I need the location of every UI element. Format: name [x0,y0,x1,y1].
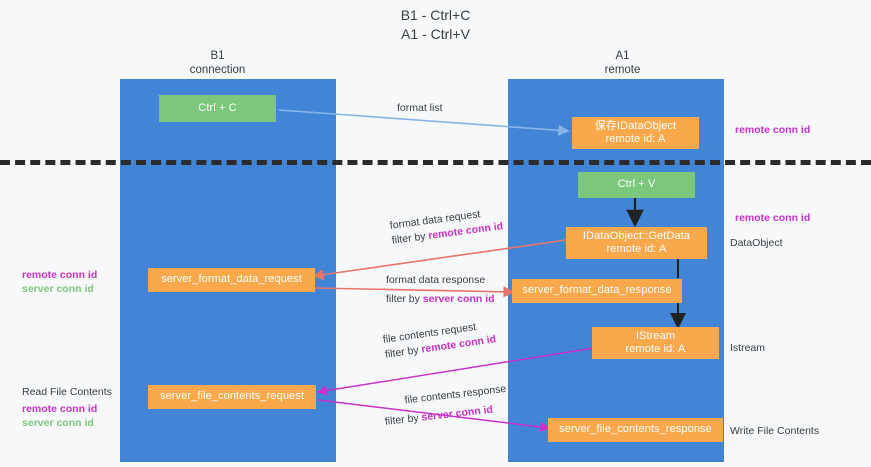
column-header-left: B1 connection [189,50,246,76]
edge-label-line2: filter by server conn id [384,401,509,430]
column-header-right: A1 remote [604,50,641,76]
edge-label-format-data-request: format data request filter by remote con… [389,204,504,248]
edge-label-format-data-response: format data response filter by server co… [386,273,495,307]
phase-separator [0,160,871,165]
edge-label-line1: format data response [386,274,486,286]
diagram-title: B1 - Ctrl+C A1 - Ctrl+V [400,7,471,42]
node-server-file-contents-request[interactable]: server_file_contents_request [148,385,316,409]
filter-prefix: filter by [391,230,430,247]
annotation-conn-ids-file: remote conn id server conn id [22,402,97,430]
edge-label-format-list: format list [397,102,443,114]
node-save-idataobject[interactable]: 保存IDataObject remote id: A [572,117,699,149]
annotation-remote-conn-id: remote conn id [22,403,98,415]
annotation-server-conn-id: server conn id [22,283,94,295]
node-istream[interactable]: IStream remote id: A [592,327,719,359]
annotation-read-file-contents: Read File Contents [22,386,112,398]
node-server-format-data-response[interactable]: server_format_data_response [512,279,682,303]
node-idataobject-getdata[interactable]: IDataObject::GetData remote id: A [566,227,707,259]
filter-prefix: filter by [386,293,423,305]
filter-prefix: filter by [384,343,423,361]
node-server-file-contents-response[interactable]: server_file_contents_response [548,418,723,442]
annotation-text: remote conn id [735,124,811,136]
annotation-remote-conn-id-mid: remote conn id [735,211,810,225]
filter-key-server-conn-id: server conn id [422,293,495,305]
node-ctrl-v[interactable]: Ctrl + V [578,172,695,198]
edge-label-file-contents-response: file contents response filter by server … [382,382,509,430]
annotation-dataobject: DataObject [730,237,783,249]
annotation-remote-conn-id: remote conn id [22,269,98,281]
annotation-server-conn-id: server conn id [22,417,94,429]
annotation-text: remote conn id [735,212,811,224]
filter-prefix: filter by [384,411,423,428]
annotation-istream: Istream [730,342,766,354]
node-server-format-data-request[interactable]: server_format_data_request [148,268,315,292]
edge-label-line2: filter by server conn id [386,292,495,307]
edge-label-file-contents-request: file contents request filter by remote c… [382,317,497,362]
filter-key-server-conn-id: server conn id [420,403,494,424]
annotation-write-file-contents: Write File Contents [730,425,820,437]
annotation-remote-conn-id-top: remote conn id [735,123,810,137]
annotation-conn-ids-format: remote conn id server conn id [22,268,97,296]
node-ctrl-c[interactable]: Ctrl + C [159,95,276,122]
